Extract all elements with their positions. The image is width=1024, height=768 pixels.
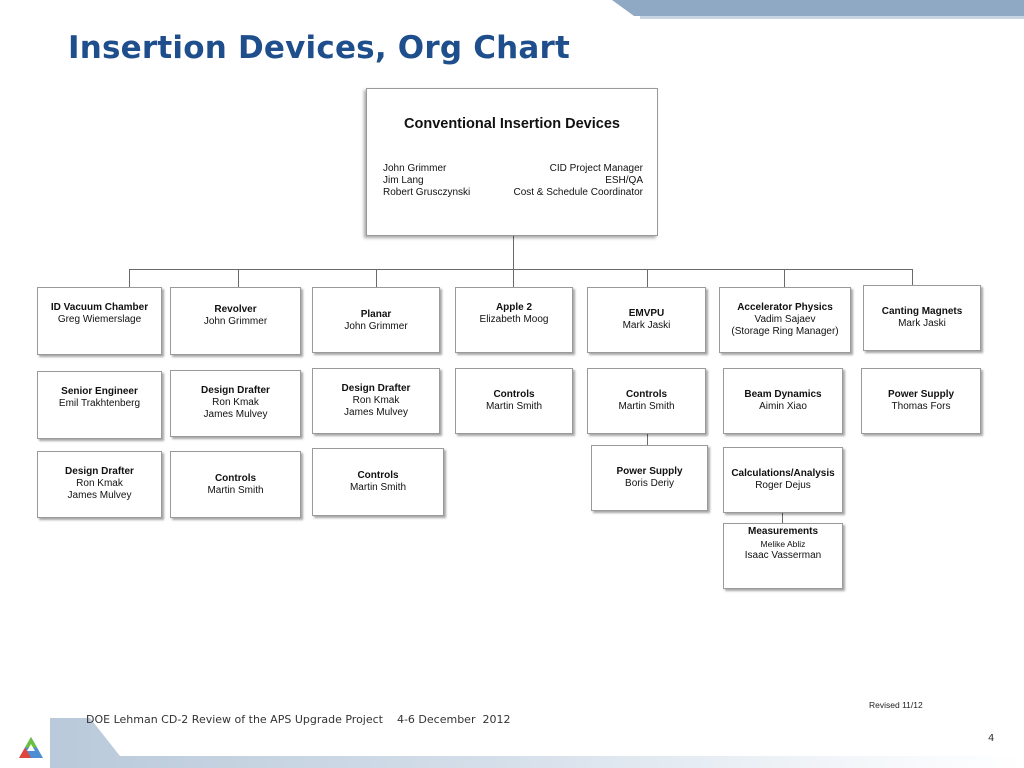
box-design-drafter: Design Drafter Ron Kmak James Mulvey [312,368,440,434]
box-person: Martin Smith [349,482,407,493]
argonne-logo-icon [19,737,43,758]
box-person: Mark Jaski [622,320,671,331]
staff-row: John Grimmer CID Project Manager [383,163,643,175]
connector-bus [129,269,913,270]
box-person: Ron Kmak [212,397,259,408]
header-band [612,0,1024,16]
org-chart: Conventional Insertion Devices John Grim… [37,88,981,589]
box-person: James Mulvey [67,490,132,501]
box-person: Isaac Vasserman [744,550,822,561]
box-person: James Mulvey [344,407,408,418]
box-person: Roger Dejus [755,480,811,491]
box-person: Boris Deriy [625,478,674,489]
cid-title: Conventional Insertion Devices [404,116,620,132]
slide-title: Insertion Devices, Org Chart [68,30,571,66]
box-controls: Controls Martin Smith [170,451,301,518]
staff-role: CID Project Manager [549,163,643,174]
box-title: Apple 2 [495,302,533,313]
box-person: Ron Kmak [352,395,400,406]
box-title: Power Supply [887,389,955,400]
box-person: Thomas Fors [891,401,951,412]
box-emvpu: EMVPU Mark Jaski [587,287,706,353]
box-controls: Controls Martin Smith [587,368,706,434]
box-calculations-analysis: Calculations/Analysis Roger Dejus [723,447,843,513]
box-controls: Controls Martin Smith [312,448,444,516]
connector-drop [129,269,130,287]
staff-role: Cost & Schedule Coordinator [513,187,643,198]
box-measurements: Measurements Melike Abliz Isaac Vasserma… [723,523,843,589]
box-title: Controls [214,473,257,484]
staff-role: ESH/QA [605,175,643,186]
staff-name: Jim Lang [383,175,424,186]
box-person: Ron Kmak [76,478,123,489]
box-title: Controls [625,389,668,400]
box-person: Martin Smith [485,401,543,412]
header-band-accent [640,16,1024,19]
box-person: Emil Trakhtenberg [58,398,141,409]
box-title: Controls [493,389,535,400]
box-title: Power Supply [616,466,683,477]
connector-drop [912,269,913,285]
page-number: 4 [988,733,995,744]
box-person: Mark Jaski [898,318,946,329]
box-person: John Grimmer [203,316,268,327]
connector-sub [782,513,783,523]
box-person: John Grimmer [344,321,408,332]
cid-manager-box: Conventional Insertion Devices John Grim… [366,88,658,236]
box-accelerator-physics: Accelerator Physics Vadim Sajaev (Storag… [719,287,851,353]
box-power-supply: Power Supply Boris Deriy [591,445,708,511]
box-senior-engineer: Senior Engineer Emil Trakhtenberg [37,371,162,439]
connector-trunk [513,236,514,270]
connector-sub [647,434,648,445]
staff-row: Jim Lang ESH/QA [383,175,643,187]
box-person: Martin Smith [207,485,264,496]
footer-text: DOE Lehman CD-2 Review of the APS Upgrad… [86,713,511,726]
box-apple-2: Apple 2 Elizabeth Moog [455,287,573,353]
box-title: EMVPU [628,308,665,319]
connector-drop [647,269,648,287]
box-person: Greg Wiemerslage [57,314,142,325]
staff-name: Robert Grusczynski [383,187,471,198]
box-title: Accelerator Physics [737,302,833,313]
box-beam-dynamics: Beam Dynamics Aimin Xiao [723,368,843,434]
box-planar: Planar John Grimmer [312,287,440,353]
box-person: Vadim Sajaev [754,314,816,325]
box-design-drafter: Design Drafter Ron Kmak James Mulvey [170,370,301,437]
box-controls: Controls Martin Smith [455,368,573,434]
box-design-drafter: Design Drafter Ron Kmak James Mulvey [37,451,162,518]
box-person: Elizabeth Moog [479,314,549,325]
box-title: Calculations/Analysis [731,468,835,479]
box-title: Design Drafter [65,466,134,477]
revision-note: Revised 11/12 [869,700,923,710]
box-person: James Mulvey [203,409,268,420]
box-canting-magnets: Canting Magnets Mark Jaski [863,285,981,351]
box-person-role: (Storage Ring Manager) [731,326,839,337]
box-title: Canting Magnets [881,306,963,317]
box-person: Melike Abliz [760,539,806,549]
connector-drop [784,269,785,287]
box-title: Planar [360,309,392,320]
connector-drop [238,269,239,287]
box-revolver: Revolver John Grimmer [170,287,301,355]
box-title: Controls [357,470,399,481]
box-person: Martin Smith [618,401,675,412]
box-person: Aimin Xiao [759,401,807,412]
box-title: Senior Engineer [61,386,138,397]
box-title: Beam Dynamics [744,389,822,400]
box-power-supply: Power Supply Thomas Fors [861,368,981,434]
box-title: Design Drafter [201,385,270,396]
connector-drop [376,269,377,287]
box-title: Measurements [747,526,819,537]
box-id-vacuum-chamber: ID Vacuum Chamber Greg Wiemerslage [37,287,162,355]
staff-row: Robert Grusczynski Cost & Schedule Coord… [383,187,643,199]
box-title: ID Vacuum Chamber [50,302,149,313]
box-title: Revolver [214,304,257,315]
box-title: Design Drafter [341,383,411,394]
connector-drop [513,269,514,287]
staff-name: John Grimmer [383,163,447,174]
